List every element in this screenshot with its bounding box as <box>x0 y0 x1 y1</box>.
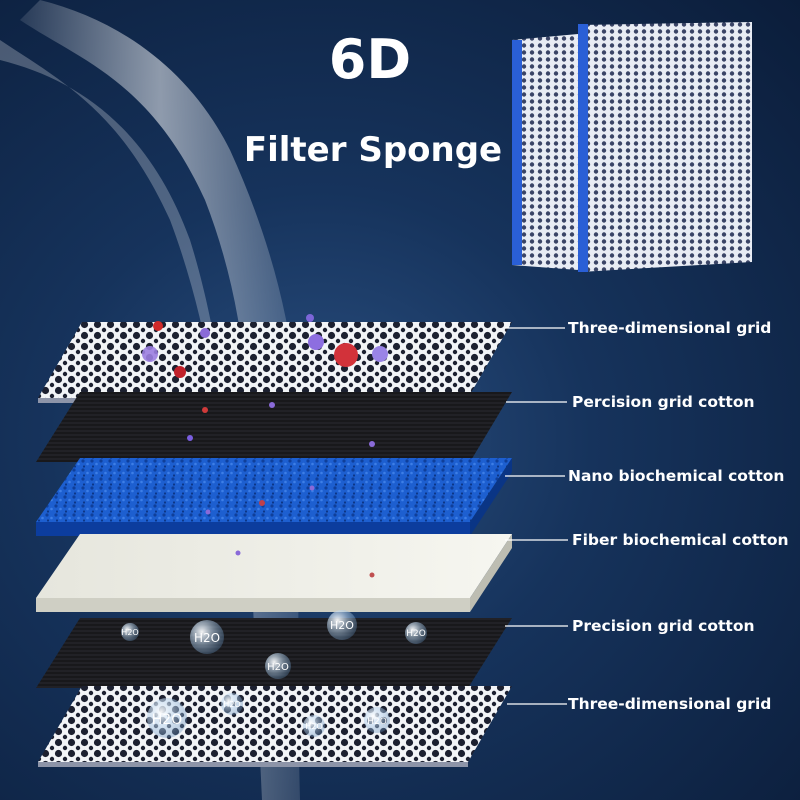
h2o-label: H2O <box>194 631 220 645</box>
h2o-bubble: H2O <box>405 622 427 644</box>
h2o-bubble: H2O <box>364 707 390 733</box>
layer-fiber-biochemical-cotton <box>36 534 512 612</box>
layer-nano-biochemical-cotton <box>36 458 512 536</box>
h2o-label: H2O <box>152 712 182 728</box>
layer-percision-grid-cotton <box>36 392 512 462</box>
h2o-bubble: H2O <box>265 653 291 679</box>
h2o-bubble: H2O <box>303 715 325 737</box>
title-filter-sponge: Filter Sponge <box>243 130 503 170</box>
impurity-particles <box>142 314 388 578</box>
layer-three-dimensional-grid-top <box>38 322 512 403</box>
layer-precision-grid-cotton <box>36 618 512 688</box>
title-6d: 6D <box>328 28 412 91</box>
label-fiber-biochemical-cotton: Fiber biochemical cotton <box>572 531 789 549</box>
h2o-label: H2O <box>121 628 138 637</box>
h2o-label: H2O <box>330 619 354 632</box>
h2o-label: H2O <box>406 629 426 639</box>
h2o-label: H2O <box>223 700 240 709</box>
water-stream <box>0 0 300 800</box>
layer-three-dimensional-grid-bottom <box>38 686 512 767</box>
h2o-label: H2O <box>267 662 289 673</box>
label-three-dimensional-grid-top: Three-dimensional grid <box>568 319 772 337</box>
h2o-bubble: H2O <box>327 610 357 640</box>
label-three-dimensional-grid-bottom: Three-dimensional grid <box>568 695 772 713</box>
sponge-product-image <box>512 22 752 272</box>
h2o-bubble: H2O <box>221 693 243 715</box>
label-precision-grid-cotton: Precision grid cotton <box>572 617 755 635</box>
label-nano-biochemical-cotton: Nano biochemical cotton <box>568 467 785 485</box>
h2o-bubble: H2O <box>190 620 224 654</box>
h2o-label: H2O <box>367 717 387 727</box>
h2o-label: H2O <box>305 722 322 731</box>
water-molecule-bubbles: H2O H2O H2O H2O H2O H2O H2O H2O H2O <box>121 610 427 738</box>
label-percision-grid-cotton: Percision grid cotton <box>572 393 755 411</box>
h2o-bubble: H2O <box>121 623 139 641</box>
label-leader-lines <box>505 327 568 705</box>
h2o-bubble: H2O <box>147 698 187 738</box>
